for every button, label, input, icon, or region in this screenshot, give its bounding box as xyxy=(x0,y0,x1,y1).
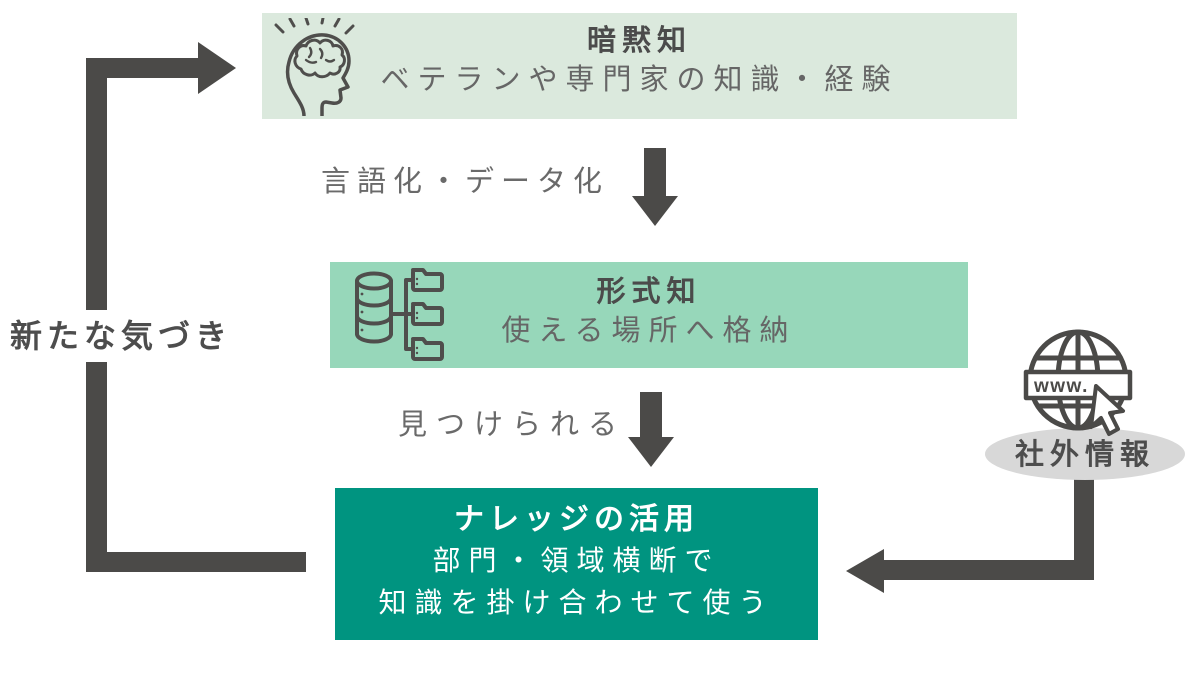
explicit-knowledge-box: 形式知 使える場所へ格納 xyxy=(330,262,968,368)
down-arrow-1 xyxy=(644,148,666,198)
usage-title: ナレッジの活用 xyxy=(454,503,699,536)
verbalization-label: 言語化・データ化 xyxy=(320,166,609,198)
cursor-pointer-icon xyxy=(1089,384,1125,436)
down-arrowhead-1-icon xyxy=(632,196,678,226)
down-arrow-2 xyxy=(640,392,662,439)
tacit-title: 暗黙知 xyxy=(586,25,692,57)
new-insight-label: 新たな気づき xyxy=(0,310,242,362)
feedback-loop-arrow-top xyxy=(86,58,198,78)
feedback-loop-arrowhead-icon xyxy=(198,42,236,94)
tacit-subtitle: ベテランや専門家の知識・経験 xyxy=(380,64,899,96)
database-folders-icon xyxy=(355,268,444,361)
external-info-arrowhead-icon xyxy=(846,549,884,593)
findable-label: 見つけられる xyxy=(397,409,626,441)
down-arrowhead-2-icon xyxy=(628,437,674,467)
globe-www-text: www. xyxy=(1033,376,1089,397)
tacit-knowledge-box: 暗黙知 ベテランや専門家の知識・経験 xyxy=(262,13,1017,119)
external-info-arrow-horizontal xyxy=(884,560,1094,580)
brain-head-icon xyxy=(274,18,355,116)
external-info-label: 社外情報 xyxy=(1014,439,1155,471)
globe-www-cursor-icon: www. xyxy=(1023,329,1133,436)
explicit-title: 形式知 xyxy=(596,276,702,308)
usage-line2: 知識を掛け合わせて使う xyxy=(378,587,775,618)
external-info-arrow-vertical xyxy=(1074,479,1094,580)
usage-line1: 部門・領域横断で xyxy=(432,545,721,576)
explicit-subtitle: 使える場所へ格納 xyxy=(501,315,797,347)
knowledge-usage-box: ナレッジの活用 部門・領域横断で 知識を掛け合わせて使う xyxy=(335,488,818,640)
feedback-loop-arrow-bottom xyxy=(86,552,306,572)
external-info-ellipse: 社外情報 xyxy=(985,428,1185,480)
